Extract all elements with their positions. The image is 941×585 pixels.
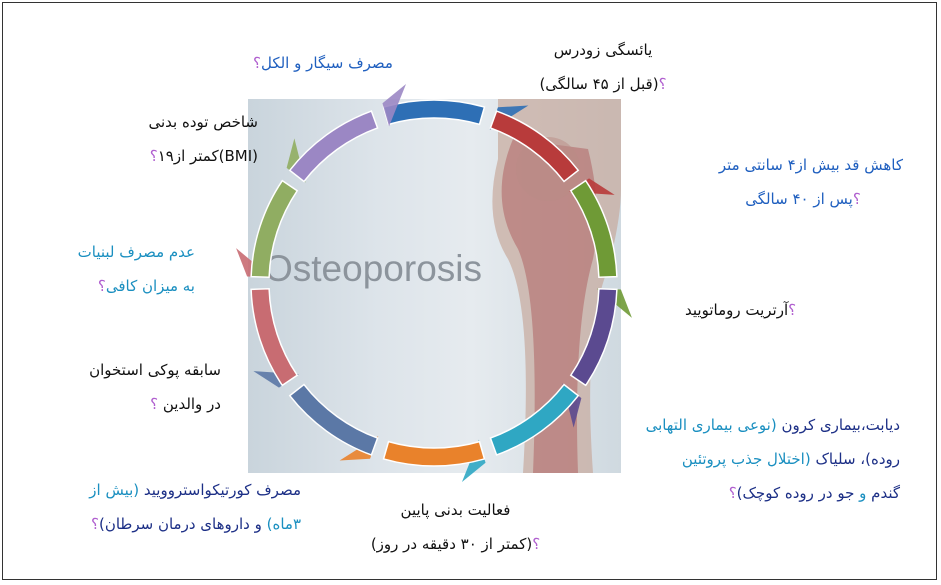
cycle-arrow-tip (236, 248, 272, 278)
cycle-segment (382, 99, 486, 126)
label-dairy-intake: عدم مصرف لبنیات به میزان کافی؟ (77, 243, 195, 295)
cycle-segment (489, 110, 580, 183)
label-height-loss: کاهش قد بیش از۴ سانتی متر ؟پس از ۴۰ سالگ… (718, 156, 903, 208)
cycle-segment (569, 179, 618, 279)
cycle-segment (288, 110, 379, 183)
cycle-segment (382, 440, 486, 467)
label-low-bmi: شاخص توده بدنی (BMI)کمتر از۱۹؟ (148, 113, 258, 165)
label-corticosteroid-use: مصرف کورتیکواستروویید (بیش از ۳ماه) و دا… (89, 481, 301, 533)
label-early-menopause: یائسگی زودرس ؟(قبل از ۴۵ سالگی) (539, 41, 667, 93)
cycle-segment (288, 383, 379, 456)
label-diabetes-crohn: دیابت،بیماری کرون (نوعی بیماری التهابی ر… (645, 416, 900, 502)
label-family-history: سابقه پوکی استخوان در والدین ؟ (89, 361, 221, 413)
label-rheumatoid-arthritis: ؟آرتریت روماتویید (685, 301, 797, 319)
cycle-segment (250, 179, 299, 279)
label-low-physical-activity: فعالیت بدنی پایین ؟(کمتر از ۳۰ دقیقه در … (370, 501, 541, 553)
cycle-arrow-tip (382, 83, 407, 127)
cycle-segment (489, 383, 580, 456)
osteoporosis-caption: Osteoporosis (264, 248, 482, 289)
cycle-segment (569, 287, 618, 387)
cycle-segment (250, 287, 299, 387)
risk-factor-cycle (236, 83, 632, 483)
label-smoking-alcohol: مصرف سیگار و الکل؟ (253, 54, 393, 72)
